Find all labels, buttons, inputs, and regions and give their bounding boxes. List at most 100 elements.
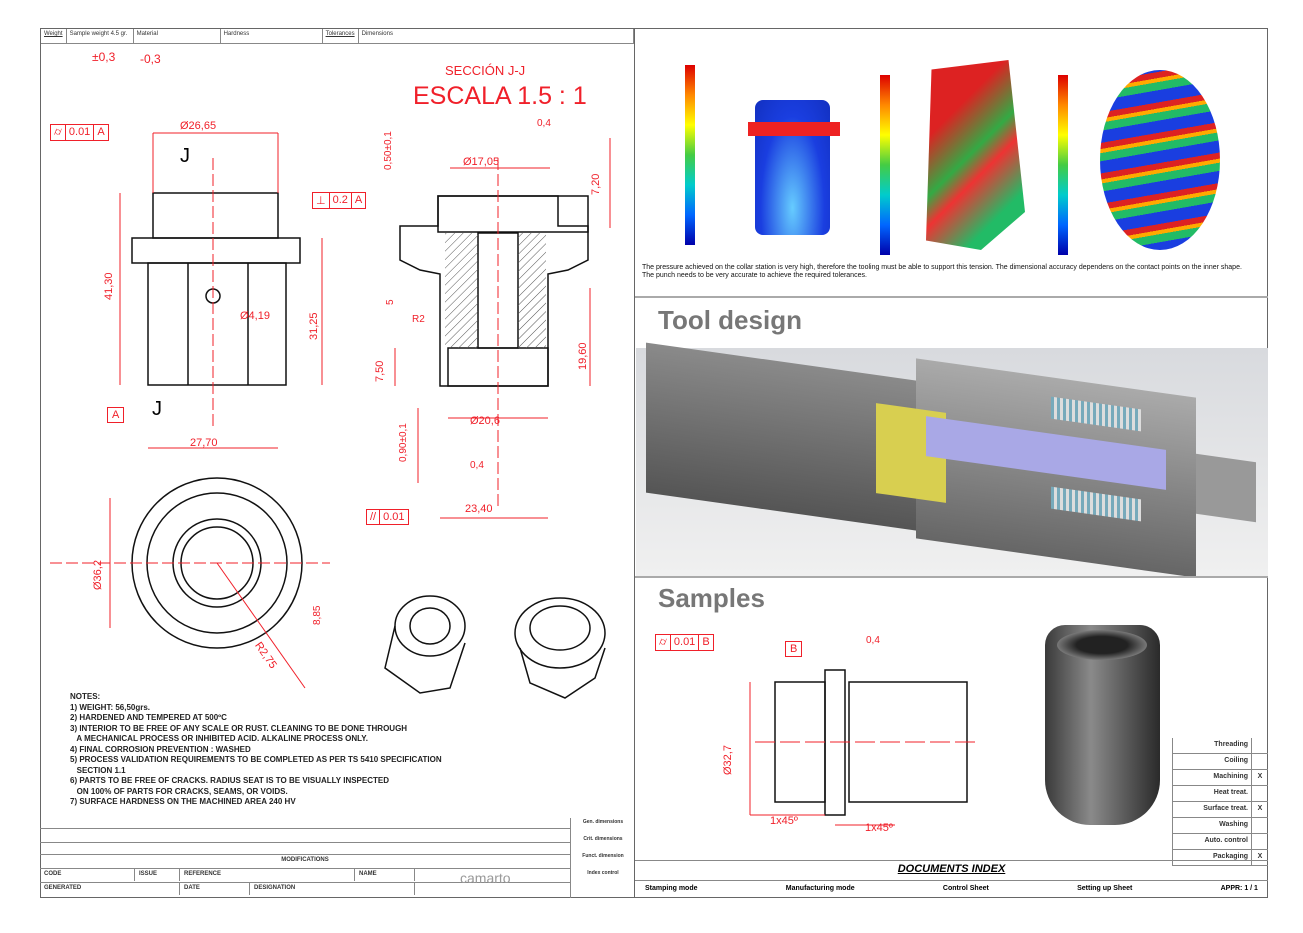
simulation-caption: The pressure achieved on the collar stat… (642, 264, 1242, 279)
note-item: ON 100% OF PARTS FOR CRACKS, SEAMS, OR V… (70, 786, 288, 796)
datum-a: A (107, 407, 125, 423)
checklist-row: Washing (1172, 818, 1268, 834)
isometric-views (384, 595, 606, 699)
samples-title: Samples (658, 583, 765, 613)
fea-band (748, 122, 840, 136)
dim-radius: R2 (412, 314, 425, 325)
doc-link[interactable]: Manufacturing mode (785, 885, 855, 892)
side-label: Index control (587, 870, 619, 876)
doc-link[interactable]: Control Sheet (942, 885, 989, 892)
company-logo: camarto (460, 870, 511, 886)
color-legend (685, 65, 695, 245)
header-cell: Sample weight 4.5 gr. (67, 29, 134, 43)
section-view (399, 195, 589, 387)
checklist-mark[interactable]: X (1257, 805, 1263, 812)
sample-photo (1045, 625, 1160, 825)
checklist-mark[interactable] (1252, 754, 1268, 769)
gdt-symbol: ⌭ (51, 125, 66, 140)
samples-roughness: 0,4 (866, 635, 880, 646)
section-cut-top: J (180, 145, 190, 167)
approval-label: APPR: 1 / 1 (1220, 885, 1258, 892)
gdt-symbol: ⌭ (656, 635, 671, 650)
dim-thickness-2: 0,90±0,1 (398, 423, 409, 462)
gdt-value: 0.01 (66, 125, 95, 140)
dim-thickness-1: 0,50±0,1 (383, 131, 394, 170)
dim-hole-diameter: Ø4,19 (240, 310, 270, 322)
checklist-label: Surface treat. (1173, 802, 1252, 817)
checklist-row: Packaging X (1172, 850, 1268, 866)
section-cut-bottom: J (152, 398, 162, 420)
notes-title: NOTES: (70, 692, 101, 701)
checklist-label: Heat treat. (1173, 786, 1252, 801)
sample-opening (1057, 630, 1147, 660)
chamfer-2: 1x45º (865, 822, 893, 834)
chamfer-1: 1x45º (770, 815, 798, 827)
note-item: 7) SURFACE HARDNESS ON THE MACHINED AREA… (70, 797, 296, 806)
gdt-frame-samples: ⌭ 0.01 B (655, 634, 714, 651)
checklist-label: Coiling (1173, 754, 1252, 769)
fea-result-2 (926, 60, 1025, 250)
checklist-label: Packaging (1173, 850, 1252, 865)
technical-drawing (50, 132, 611, 699)
fea-result-1 (755, 100, 830, 235)
sample-diameter: Ø32,7 (722, 745, 734, 775)
gdt-datum: B (702, 636, 710, 648)
note-item: 3) INTERIOR TO BE FREE OF ANY SCALE OR R… (70, 723, 408, 733)
roughness-2: 0,4 (470, 460, 484, 471)
date-label: DATE (180, 883, 250, 895)
issue-label: ISSUE (135, 869, 180, 881)
dim-small: 8,85 (312, 605, 323, 625)
tolerance-plus: ±0,3 (92, 50, 116, 64)
dim-top-diameter: Ø26,65 (180, 120, 217, 132)
checklist-mark[interactable] (1252, 818, 1268, 833)
gdt-frame-1: ⌭ 0.01 A (50, 124, 109, 141)
gdt-value: 0.2 (330, 193, 352, 208)
tool-shank (1196, 453, 1256, 523)
header-strip: Weight Sample weight 4.5 gr. Material Ha… (41, 29, 634, 44)
gdt-symbol: // (367, 510, 381, 524)
color-legend (1058, 75, 1068, 255)
tool-design-title: Tool design (658, 305, 802, 335)
section-divider (635, 296, 1268, 298)
scale-label: ESCALA 1.5 : 1 (413, 82, 587, 110)
color-legend (880, 75, 890, 255)
dim-plan-diameter: Ø36,2 (92, 560, 104, 590)
checklist-mark[interactable] (1252, 834, 1268, 849)
note-item: SECTION 1.1 (70, 765, 126, 775)
datum-b: B (785, 641, 803, 657)
checklist-row: Surface treat. X (1172, 802, 1268, 818)
checklist-mark[interactable]: X (1257, 853, 1263, 860)
gdt-frame-2: ⊥ 0.2 A (312, 192, 367, 209)
dim-body-height: 31,25 (308, 312, 320, 340)
checklist-mark[interactable]: X (1257, 773, 1263, 780)
dim-step: 5 (385, 299, 396, 305)
tool-design-render (636, 342, 1268, 578)
checklist-label: Threading (1173, 738, 1252, 753)
roughness-1: 0,4 (537, 118, 551, 129)
checklist-row: Heat treat. (1172, 786, 1268, 802)
dim-section-height: 19,60 (577, 342, 589, 370)
checklist-mark[interactable] (1252, 738, 1268, 753)
code-label: CODE (40, 869, 135, 881)
checklist-label: Washing (1173, 818, 1252, 833)
note-item: 2) HARDENED AND TEMPERED AT 500ºC (70, 713, 227, 722)
dim-section-width: 23,40 (465, 503, 493, 515)
documents-index-title: DOCUMENTS INDEX (897, 863, 1006, 875)
tolerance-minus: -0,3 (140, 52, 161, 66)
header-cell: Hardness (221, 29, 323, 43)
dim-bottom-width: 27,70 (190, 437, 218, 449)
dim-inner-diameter: Ø17,05 (463, 156, 500, 168)
doc-link[interactable]: Stamping mode (645, 885, 698, 892)
checklist-row: Threading (1172, 738, 1268, 754)
gdt-datum: A (97, 126, 105, 138)
checklist-mark[interactable] (1252, 786, 1268, 801)
doc-link[interactable]: Setting up Sheet (1077, 885, 1133, 892)
side-label: Funct. dimension (582, 853, 624, 859)
hatch-right (518, 233, 546, 348)
side-label: Gen. dimensions (582, 819, 624, 825)
note-item: 6) PARTS TO BE FREE OF CRACKS. RADIUS SE… (70, 776, 390, 785)
dim-lower-height: 7,50 (374, 360, 386, 382)
front-view (131, 192, 301, 386)
name-label: NAME (355, 869, 415, 881)
